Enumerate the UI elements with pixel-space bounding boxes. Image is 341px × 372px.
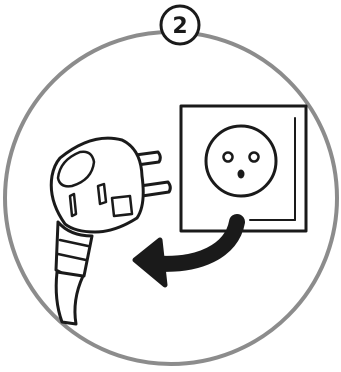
plug-detail-pad — [112, 196, 132, 216]
wall-socket-icon — [181, 106, 306, 231]
plug-detail-slot-right — [98, 184, 106, 204]
socket-ground-pin — [238, 170, 245, 179]
step-number: 2 — [172, 14, 187, 39]
step-badge: 2 — [161, 6, 199, 44]
plug-detail-slot-left — [70, 194, 76, 216]
